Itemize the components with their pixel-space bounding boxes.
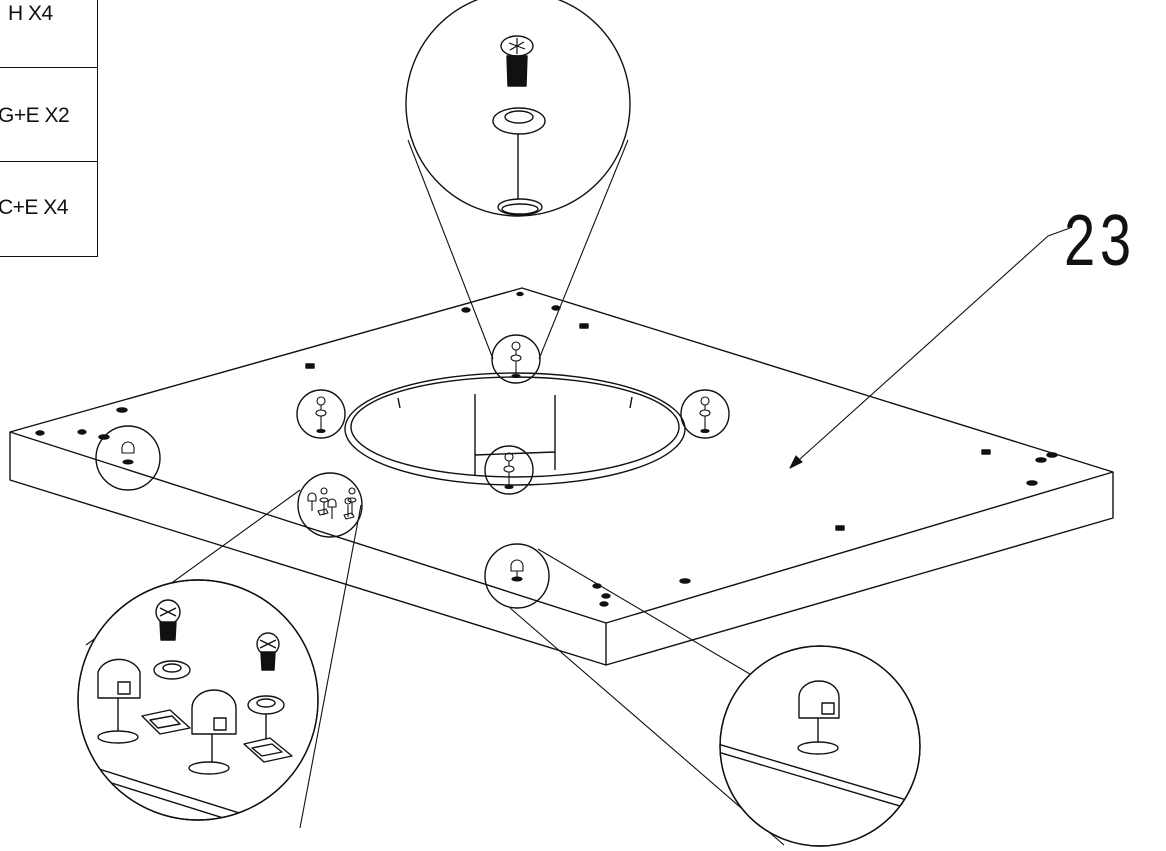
detail-circle-bottom-left <box>77 579 319 821</box>
small-fasteners <box>121 341 711 582</box>
callout-number: 23 <box>1064 201 1136 281</box>
panel-detail-circles <box>95 334 730 609</box>
parts-row-label: G+E X2 <box>0 104 70 127</box>
parts-row-label: C+E X4 <box>0 196 68 219</box>
parts-row-label: H X4 <box>8 2 53 25</box>
parts-row-c-e: C+E X4 <box>0 162 97 256</box>
detail-circle-bottom-right <box>719 645 921 847</box>
parts-row-h: H X4 <box>0 0 97 68</box>
parts-table: H X4 G+E X2 C+E X4 <box>0 0 98 257</box>
detail-circle-top <box>405 0 631 217</box>
panel-board <box>9 287 1114 666</box>
leader-lines <box>85 139 1071 846</box>
parts-row-g-e: G+E X2 <box>0 68 97 162</box>
